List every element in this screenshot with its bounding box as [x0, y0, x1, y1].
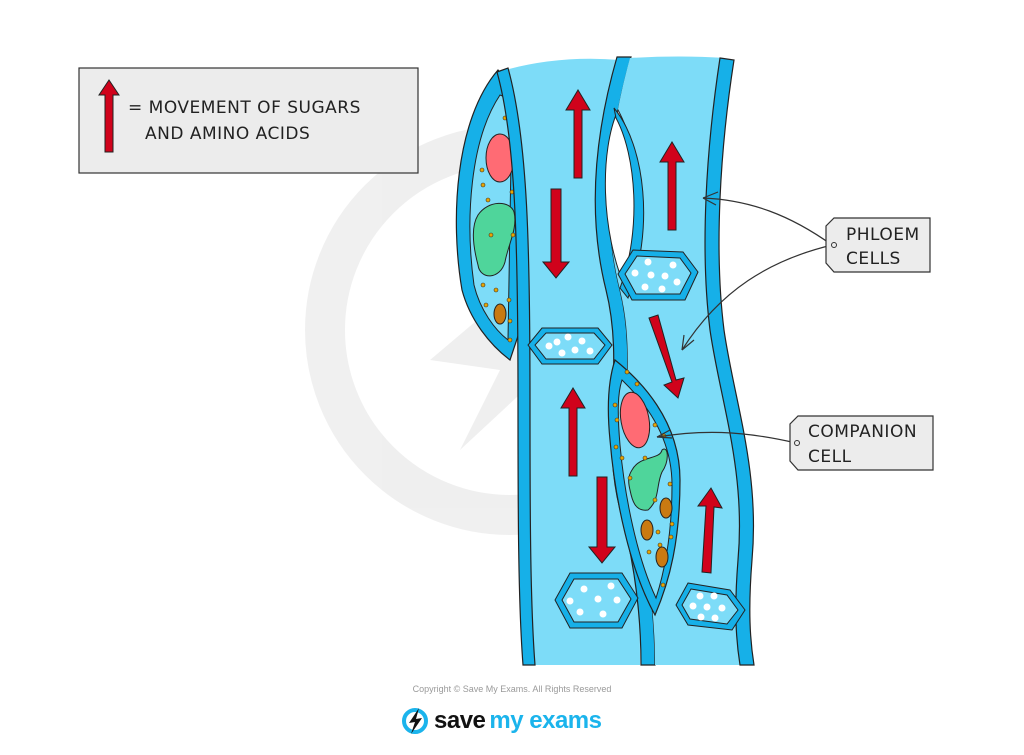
- sieve-plate: [675, 582, 746, 631]
- companion-leader: [656, 431, 797, 444]
- copyright-text: Copyright © Save My Exams. All Rights Re…: [412, 684, 612, 694]
- phloem-leader-2: [681, 244, 833, 351]
- brand-logo: save my exams: [400, 706, 602, 736]
- legend-line-2: AND AMINO ACIDS: [145, 124, 310, 144]
- brand-myexams: my exams: [489, 707, 602, 734]
- companion-label-line-2: CELL: [808, 447, 852, 467]
- arrow-up: [659, 141, 685, 231]
- arrow-up: [560, 387, 586, 477]
- arrow-down: [541, 188, 571, 279]
- companion-cell-top: [455, 69, 521, 361]
- companion-cell-bottom: [607, 358, 681, 617]
- mitochondrion: [493, 303, 507, 325]
- sieve-plate: [527, 327, 613, 365]
- sieve-plate: [554, 572, 639, 629]
- mitochondrion: [640, 519, 654, 541]
- legend-line-1: = MOVEMENT OF SUGARS: [128, 98, 361, 118]
- nucleus: [619, 391, 651, 449]
- cytoplasm-organelle: [472, 202, 516, 277]
- legend-box: = MOVEMENT OF SUGARS AND AMINO ACIDS: [78, 67, 419, 174]
- phloem-cells-label: PHLOEM CELLS: [825, 217, 931, 273]
- mitochondrion: [659, 497, 673, 519]
- brand-save: save: [434, 707, 486, 734]
- cytoplasm-organelle: [628, 448, 668, 511]
- lightning-bolt-icon: [402, 708, 428, 734]
- arrow-down: [587, 476, 617, 564]
- arrow-down: [648, 314, 685, 399]
- companion-label-line-1: COMPANION: [808, 422, 917, 442]
- sieve-plate: [617, 249, 699, 301]
- companion-cell-label: COMPANION CELL: [789, 415, 934, 471]
- phloem-label-line-2: CELLS: [846, 249, 901, 269]
- arrow-up: [697, 487, 723, 574]
- legend-arrow-icon: [98, 79, 120, 153]
- mitochondrion: [655, 546, 669, 568]
- phloem-leader-1: [702, 197, 833, 246]
- arrow-up: [565, 89, 591, 179]
- phloem-label-line-1: PHLOEM: [846, 225, 920, 245]
